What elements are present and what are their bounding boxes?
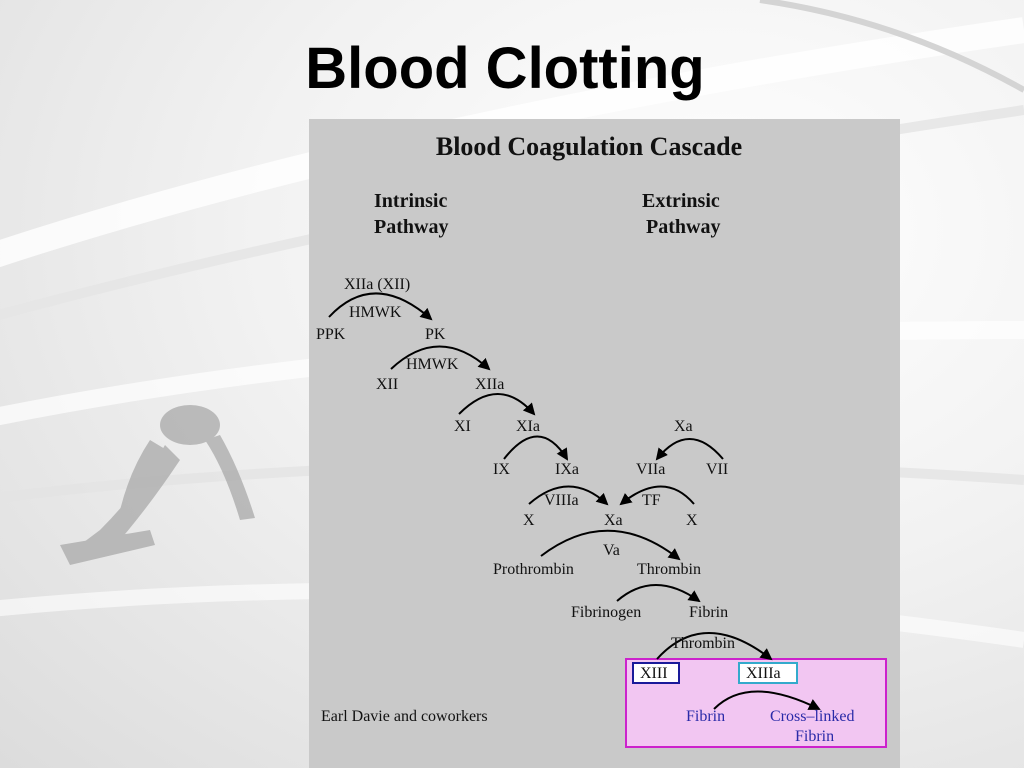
coagulation-cascade-diagram: Blood Coagulation Cascade Intrinsic Path… xyxy=(316,132,887,748)
label-ixa: IXa xyxy=(555,461,579,478)
label-fibrinogen: Fibrinogen xyxy=(571,604,641,621)
label-fibrin: Fibrin xyxy=(689,604,728,621)
arc-vii-viia xyxy=(655,438,724,461)
cascade-figure-panel: Blood Coagulation Cascade Intrinsic Path… xyxy=(309,119,900,768)
arc-ix-ixa xyxy=(503,435,569,461)
arc-xi-xia xyxy=(458,393,536,416)
label-xiii: XIII xyxy=(640,665,668,682)
slide-title: Blood Clotting xyxy=(305,36,705,101)
arc-fibrin-xiiia xyxy=(656,632,773,661)
credit-text: Earl Davie and coworkers xyxy=(321,708,488,725)
label-hmwk-2: HMWK xyxy=(406,356,459,373)
arc-x-xa-intrinsic xyxy=(528,485,609,506)
label-cross-linked-1: Cross–linked xyxy=(770,708,854,725)
label-xa: Xa xyxy=(604,512,623,529)
figure-title: Blood Coagulation Cascade xyxy=(436,132,742,161)
arc-prothrombin-thrombin xyxy=(540,529,681,561)
xiiia-box xyxy=(738,662,798,684)
label-pk: PK xyxy=(425,326,446,343)
arc-fibrinogen-fibrin xyxy=(616,584,701,603)
label-x-right: X xyxy=(686,512,698,529)
label-xii: XII xyxy=(376,376,398,393)
label-va: Va xyxy=(603,542,620,559)
label-viiia: VIIIa xyxy=(544,492,579,509)
label-xi: XI xyxy=(454,418,471,435)
label-hmwk-1: HMWK xyxy=(349,304,402,321)
label-thrombin-1: Thrombin xyxy=(637,561,701,578)
arc-fibrin-crosslinked xyxy=(713,690,821,710)
runner-silhouette xyxy=(60,405,255,565)
label-xiia: XIIa xyxy=(475,376,504,393)
label-xa-top: Xa xyxy=(674,418,693,435)
label-fibrin-2: Fibrin xyxy=(686,708,725,725)
arc-ppk-pk xyxy=(328,292,433,321)
extrinsic-label-2: Pathway xyxy=(646,216,720,238)
intrinsic-label-2: Pathway xyxy=(374,216,448,238)
label-viia: VIIa xyxy=(636,461,665,478)
label-vii: VII xyxy=(706,461,728,478)
label-x-left: X xyxy=(523,512,535,529)
arc-xii-xiia xyxy=(390,345,491,371)
arc-x-xa-extrinsic xyxy=(619,485,695,506)
label-xia: XIa xyxy=(516,418,540,435)
label-ppk: PPK xyxy=(316,326,346,343)
label-cross-linked-2: Fibrin xyxy=(795,728,834,745)
extrinsic-label-1: Extrinsic xyxy=(642,190,720,212)
label-tf: TF xyxy=(642,492,661,509)
label-xiiia: XIIIa xyxy=(746,665,781,682)
label-prothrombin: Prothrombin xyxy=(493,561,574,578)
intrinsic-label-1: Intrinsic xyxy=(374,190,447,212)
label-ix: IX xyxy=(493,461,510,478)
label-xiia-xii: XIIa (XII) xyxy=(344,276,410,293)
label-thrombin-2: Thrombin xyxy=(671,635,735,652)
xiii-box xyxy=(632,662,680,684)
